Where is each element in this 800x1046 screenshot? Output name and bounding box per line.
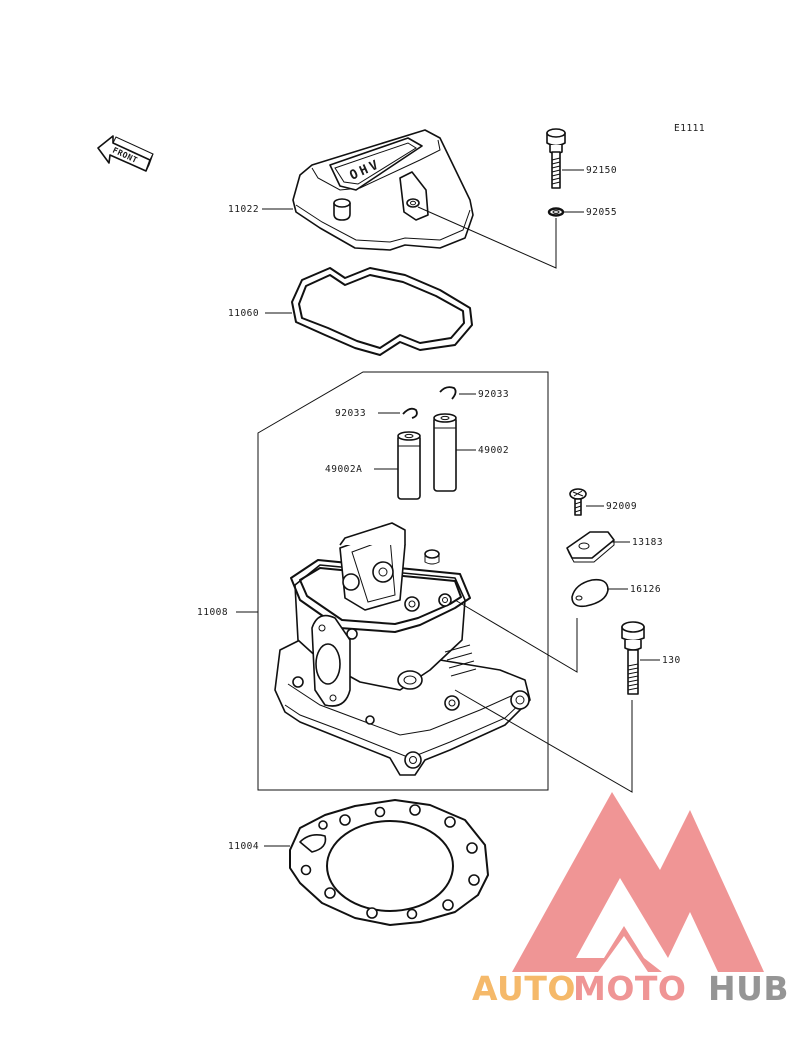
part-number-92009: 92009 bbox=[606, 501, 637, 512]
valve-guide-49002a bbox=[397, 431, 421, 500]
part-number-11060: 11060 bbox=[228, 308, 259, 319]
valve-guide-49002 bbox=[433, 413, 457, 492]
diagram-code: E1111 bbox=[674, 123, 705, 134]
watermark-text-moto: MOTO bbox=[573, 969, 686, 1008]
part-number-11004: 11004 bbox=[228, 841, 259, 852]
head-assembly-outline bbox=[257, 371, 549, 791]
bolt-130 bbox=[621, 621, 645, 695]
screw-92009 bbox=[569, 488, 587, 516]
bolt-92150 bbox=[546, 128, 566, 189]
part-number-16126: 16126 bbox=[630, 584, 661, 595]
part-number-92033-left: 92033 bbox=[335, 408, 366, 419]
head-cover-gasket bbox=[291, 267, 473, 356]
watermark-text-auto: AUTO bbox=[472, 969, 576, 1008]
part-number-13183: 13183 bbox=[632, 537, 663, 548]
part-number-11008: 11008 bbox=[197, 607, 228, 618]
assembly-line-16126 bbox=[454, 599, 578, 673]
cylinder-head bbox=[274, 522, 531, 776]
cylinder-head-cover: OHV bbox=[292, 129, 474, 251]
part-number-130: 130 bbox=[662, 655, 681, 666]
gasket-16126 bbox=[571, 578, 609, 608]
front-arrow-icon: FRONT bbox=[97, 135, 154, 172]
part-number-92150: 92150 bbox=[586, 165, 617, 176]
watermark-text-hub: HUB bbox=[708, 969, 789, 1008]
plate-13183 bbox=[566, 531, 615, 563]
circlip-92033-right bbox=[439, 386, 457, 400]
cylinder-head-gasket bbox=[289, 799, 489, 926]
part-number-92033-right: 92033 bbox=[478, 389, 509, 400]
assembly-line-130 bbox=[454, 689, 633, 793]
circlip-92033-left bbox=[402, 407, 418, 419]
assembly-line-bolt-cover bbox=[417, 206, 557, 269]
part-number-11022: 11022 bbox=[228, 204, 259, 215]
part-number-49002: 49002 bbox=[478, 445, 509, 456]
part-number-92055: 92055 bbox=[586, 207, 617, 218]
washer-92055 bbox=[547, 207, 565, 217]
part-number-49002a: 49002A bbox=[325, 464, 362, 475]
automotohub-watermark-logo: AUTO MOTO HUB bbox=[472, 792, 789, 1008]
